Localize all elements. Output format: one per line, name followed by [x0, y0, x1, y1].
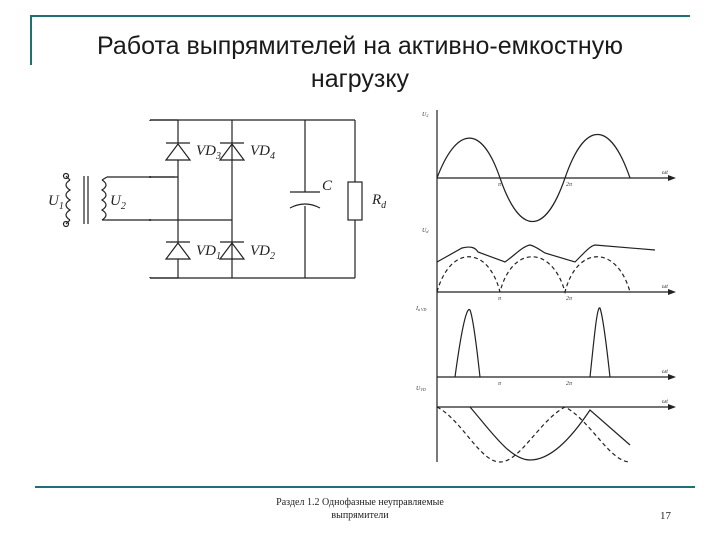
- g3-tick-pi: π: [498, 381, 502, 387]
- ud-rectified-dashed: [436, 256, 631, 295]
- footer-line-1: Раздел 1.2 Однофазные неуправляемые: [276, 497, 444, 508]
- g2-ylabel: Ud: [422, 228, 429, 234]
- uvd-dashed: [436, 406, 631, 463]
- label-u2: U2: [110, 193, 126, 212]
- page-number: 17: [660, 510, 671, 522]
- top-rule: [30, 15, 690, 17]
- rectifier-circuit: U1 U2 VD3 VD4 VD1 VD2 C Rd: [48, 119, 387, 279]
- current-pulse-2: [589, 307, 611, 378]
- diode-vd1: [164, 220, 192, 278]
- g4-xlabel: ωt: [662, 399, 668, 405]
- u2-sine: [436, 134, 631, 222]
- slide-title: Работа выпрямителей на активно-емкостную…: [40, 30, 680, 96]
- footer-section-title: Раздел 1.2 Однофазные неуправляемые выпр…: [230, 496, 490, 522]
- uvd-solid: [469, 406, 631, 461]
- label-vd2: VD2: [250, 243, 275, 262]
- g1-ylabel: U2: [422, 112, 428, 118]
- label-vd4: VD4: [250, 143, 275, 162]
- title-line-1: Работа выпрямителей на активно-емкостную: [97, 32, 623, 60]
- diode-vd4: [218, 142, 246, 161]
- g4-ylabel: UVD: [416, 386, 426, 392]
- g3-xlabel: ωt: [662, 369, 668, 375]
- g1-tick-pi: π: [498, 182, 502, 188]
- g2-tick-2pi: 2π: [566, 296, 573, 302]
- transformer: [62, 172, 108, 228]
- label-vd1: VD1: [196, 243, 221, 262]
- left-rule: [30, 15, 32, 65]
- waveform-graphs: U2 Ud Ia VD UVD ωt ωt ωt ωt π 2π π 2π π …: [415, 110, 676, 463]
- diode-vd2: [218, 241, 246, 260]
- ud-output-solid: [436, 244, 656, 263]
- bottom-rule: [35, 486, 695, 488]
- g2-tick-pi: π: [498, 296, 502, 302]
- title-line-2: нагрузку: [310, 65, 410, 93]
- g1-xlabel: ωt: [662, 170, 668, 176]
- cap-plate-bottom: [289, 203, 321, 209]
- g2-xlabel: ωt: [662, 284, 668, 290]
- label-u1: U1: [48, 193, 64, 212]
- load-resistor: [347, 181, 363, 221]
- g3-tick-2pi: 2π: [566, 381, 573, 387]
- g3-ylabel: Ia VD: [415, 306, 426, 312]
- label-vd3: VD3: [196, 143, 221, 162]
- label-capacitor: C: [322, 178, 333, 194]
- label-load: Rd: [371, 192, 387, 211]
- diode-vd3: [164, 120, 192, 177]
- g1-tick-2pi: 2π: [566, 182, 573, 188]
- footer-line-2: выпрямители: [331, 510, 389, 521]
- current-pulse-1: [454, 309, 481, 378]
